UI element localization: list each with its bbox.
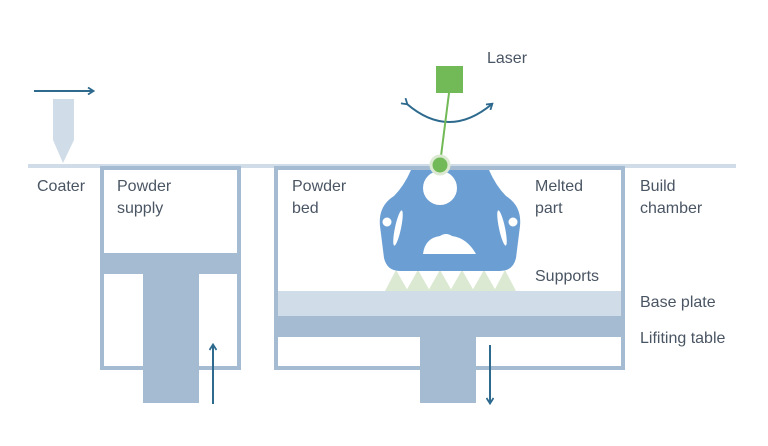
label-powder-supply: Powder supply <box>117 176 171 220</box>
label-line: Powder <box>117 178 172 195</box>
label-line: Build <box>640 178 676 195</box>
melted-part <box>379 170 521 271</box>
label-line: supply <box>117 200 164 217</box>
label-coater: Coater <box>37 178 86 195</box>
label-powder-bed: Powder bed <box>292 176 346 220</box>
supports <box>385 270 516 291</box>
label-lifting-table: Lifiting table <box>640 330 726 347</box>
label-supports: Supports <box>535 268 600 285</box>
laser-beam <box>439 92 450 165</box>
coater-blade <box>53 99 74 163</box>
label-line: part <box>535 200 563 217</box>
supply-piston-stem <box>143 274 199 403</box>
label-laser: Laser <box>487 50 528 67</box>
lifting-table <box>278 316 621 337</box>
label-line: Powder <box>292 178 347 195</box>
label-line: Melted <box>535 178 584 195</box>
lifting-table-stem <box>420 337 476 403</box>
label-build-chamber: Build chamber <box>640 176 702 220</box>
laser-scan-arrow <box>407 104 492 123</box>
base-plate <box>278 291 621 316</box>
label-line: bed <box>292 200 319 217</box>
laser-spot <box>429 154 451 176</box>
label-line: chamber <box>640 200 703 217</box>
label-melted-part: Melted part <box>535 176 583 220</box>
laser-source <box>436 66 463 93</box>
supply-piston-platform <box>102 253 239 274</box>
label-base-plate: Base plate <box>640 294 716 311</box>
